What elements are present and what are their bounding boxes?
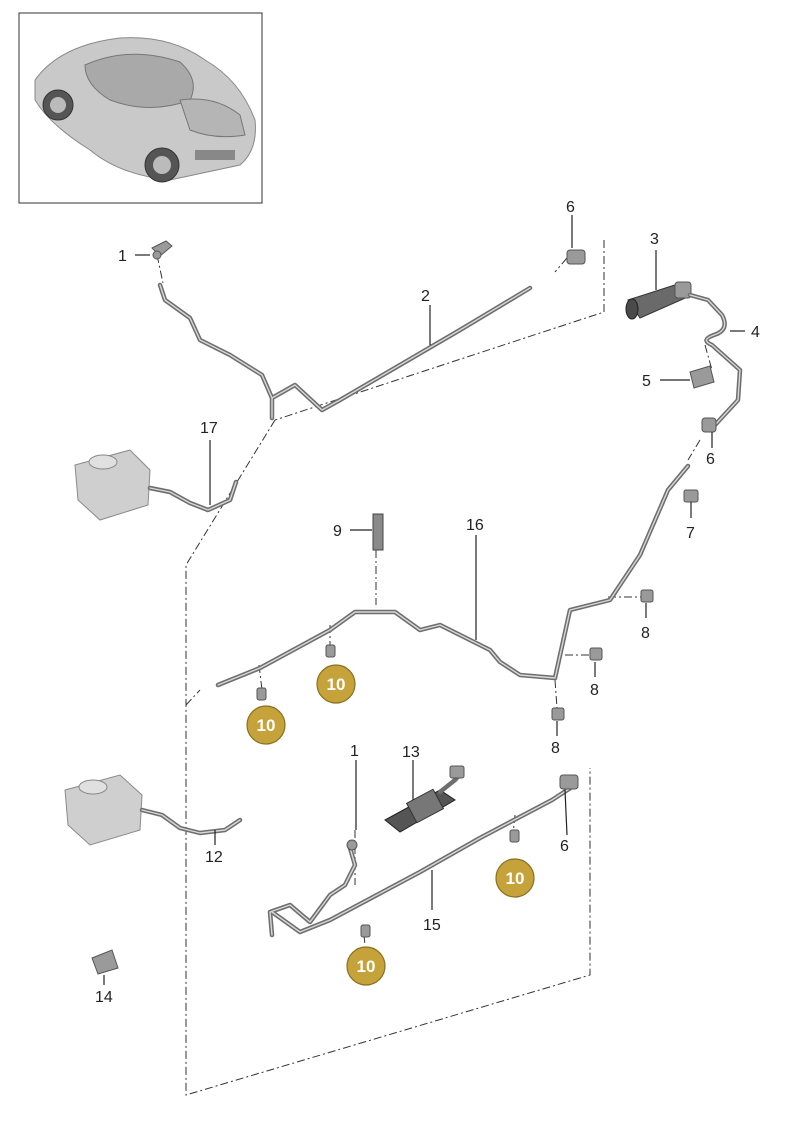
callout-8-b: 8 <box>590 682 599 699</box>
callout-9: 9 <box>333 523 342 540</box>
svg-text:10: 10 <box>257 716 276 735</box>
callout-8-a: 8 <box>641 625 650 642</box>
callout-13: 13 <box>402 744 420 761</box>
callout-4: 4 <box>751 324 760 341</box>
callout-7: 7 <box>686 525 695 542</box>
svg-text:10: 10 <box>327 675 346 694</box>
clip-6-top <box>566 249 586 265</box>
clip-14 <box>91 949 119 975</box>
small-fittings <box>256 644 520 938</box>
badge-10-a: 10 <box>246 705 286 745</box>
callout-15: 15 <box>423 917 441 934</box>
svg-text:10: 10 <box>506 869 525 888</box>
brake-line-16 <box>215 463 691 688</box>
callout-3: 3 <box>650 231 659 248</box>
clips-8 <box>551 589 654 721</box>
clip-7 <box>683 489 699 503</box>
callout-1-top: 1 <box>118 248 127 265</box>
clip-6-right <box>701 417 717 433</box>
callout-8-c: 8 <box>551 740 560 757</box>
slave-cylinder-3 <box>625 281 692 320</box>
badge-10-c: 10 <box>495 858 535 898</box>
callout-14: 14 <box>95 989 113 1006</box>
badge-10-b: 10 <box>316 664 356 704</box>
bracket-5 <box>689 365 715 389</box>
bleed-bar-9 <box>372 513 384 551</box>
callout-6-right: 6 <box>706 451 715 468</box>
bleed-valve-1-bottom <box>346 839 358 851</box>
assembly-boundaries <box>156 240 713 1096</box>
callout-6-bottom: 6 <box>560 838 569 855</box>
callout-12: 12 <box>205 849 223 866</box>
reservoir-17 <box>74 449 239 521</box>
callout-labels: 1 2 3 4 5 6 6 6 7 8 8 8 9 12 13 14 15 16… <box>95 199 760 1006</box>
callout-5: 5 <box>642 373 651 390</box>
brake-line-2 <box>157 282 533 421</box>
callout-16: 16 <box>466 517 484 534</box>
reservoir-12 <box>64 774 243 846</box>
callout-1-bottom: 1 <box>350 743 359 760</box>
badge-10-d: 10 <box>346 946 386 986</box>
callout-17: 17 <box>200 420 218 437</box>
svg-text:10: 10 <box>357 957 376 976</box>
callout-6-top: 6 <box>566 199 575 216</box>
bleed-valve-1-top <box>151 240 173 260</box>
brake-line-15 <box>267 782 578 938</box>
callout-2: 2 <box>421 288 430 305</box>
leader-lines <box>103 215 745 985</box>
master-cylinder-13 <box>384 765 465 833</box>
car-inset <box>18 12 263 204</box>
car-overview-icon <box>34 37 256 183</box>
hose-4 <box>687 292 743 428</box>
clip-6-bottom <box>559 774 579 790</box>
